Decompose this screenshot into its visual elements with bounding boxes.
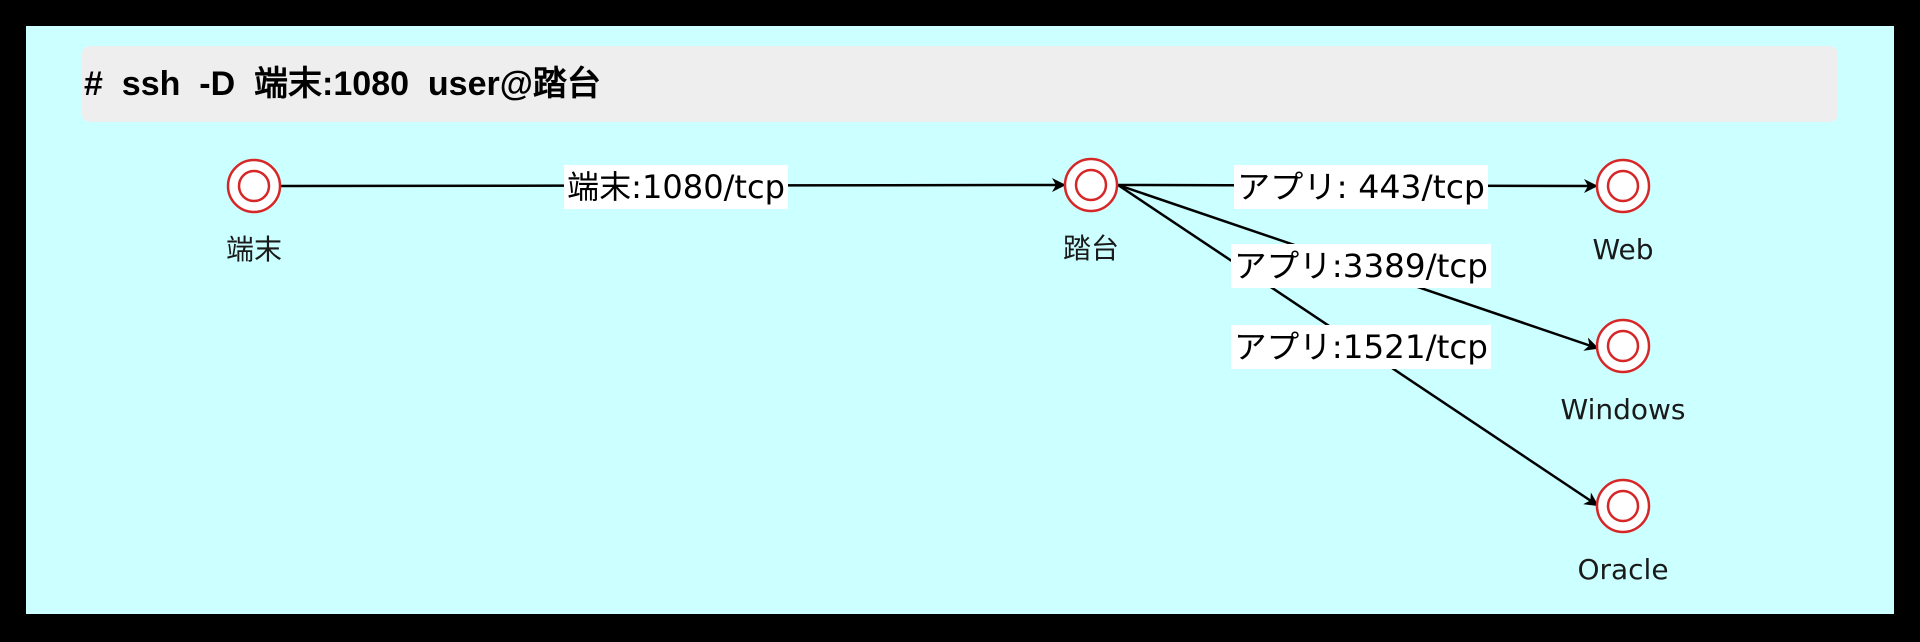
edge-label: アプリ: 443/tcp	[1237, 168, 1485, 206]
node-label: Web	[1592, 233, 1653, 266]
double-circle-icon	[1595, 318, 1651, 374]
double-circle-icon	[1595, 478, 1651, 534]
edge-label-background	[564, 165, 788, 209]
edge-label-background	[1231, 244, 1491, 288]
command-bar: # ssh -D 端末:1080 user@踏台	[82, 46, 1838, 122]
node-label: 踏台	[1063, 232, 1119, 265]
edge-label-background	[1234, 165, 1488, 209]
double-circle-icon	[226, 158, 282, 214]
node-terminal: 端末	[226, 158, 282, 266]
node-label: Windows	[1561, 393, 1686, 426]
edge-label: アプリ:1521/tcp	[1234, 328, 1488, 366]
node-label: Oracle	[1577, 553, 1668, 586]
edge-label: 端末:1080/tcp	[567, 168, 785, 206]
node-oracle: Oracle	[1577, 478, 1669, 586]
diagram-canvas	[26, 26, 1894, 614]
node-windows: Windows	[1561, 318, 1686, 426]
double-circle-icon	[1595, 158, 1651, 214]
double-circle-icon	[1063, 157, 1119, 213]
node-label: 端末	[226, 233, 282, 266]
node-web: Web	[1592, 158, 1654, 266]
command-text: # ssh -D 端末:1080 user@踏台	[84, 65, 601, 103]
edge-label-background	[1231, 325, 1491, 369]
node-bastion: 踏台	[1063, 157, 1119, 265]
edge-label: アプリ:3389/tcp	[1234, 247, 1488, 285]
